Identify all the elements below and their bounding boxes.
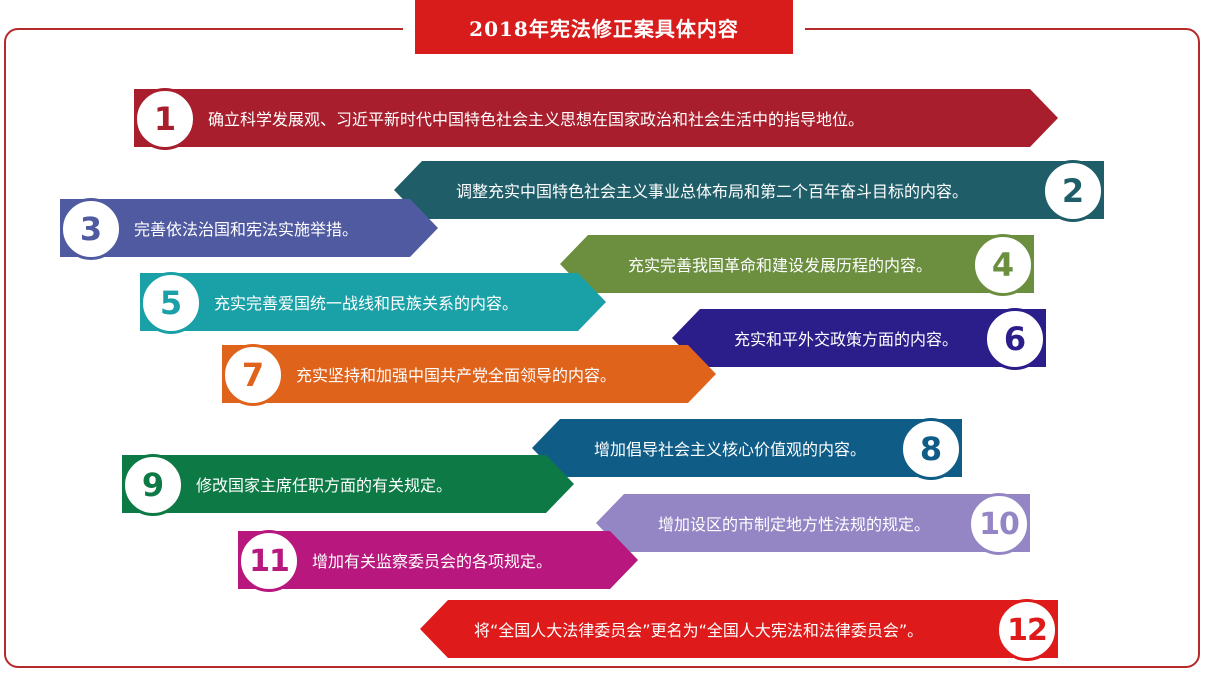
item-text: 将“全国人大法律委员会”更名为“全国人大宪法和法律委员会”。 — [474, 621, 924, 640]
item-text: 增加设区的市制定地方性法规的规定。 — [658, 515, 931, 534]
item-4: 充实完善我国革命和建设发展历程的内容。 4 — [560, 234, 1034, 296]
item-7: 充实坚持和加强中国共产党全面领导的内容。 7 — [222, 344, 716, 406]
item-5: 充实完善爱国统一战线和民族关系的内容。 5 — [140, 272, 606, 334]
item-number-badge: 11 — [238, 530, 300, 592]
item-9: 修改国家主席任职方面的有关规定。 9 — [122, 454, 574, 516]
item-number-badge: 10 — [968, 493, 1030, 555]
page-title: 2018年宪法修正案具体内容 — [469, 16, 739, 41]
item-8: 增加倡导社会主义核心价值观的内容。 8 — [532, 418, 962, 480]
item-text: 确立科学发展观、习近平新时代中国特色社会主义思想在国家政治和社会生活中的指导地位… — [208, 110, 865, 129]
item-number-badge: 6 — [984, 308, 1046, 370]
item-bar: 充实坚持和加强中国共产党全面领导的内容。 — [222, 345, 716, 403]
item-text: 修改国家主席任职方面的有关规定。 — [196, 476, 453, 495]
item-text: 调整充实中国特色社会主义事业总体布局和第二个百年奋斗目标的内容。 — [456, 182, 969, 201]
item-bar: 充实完善爱国统一战线和民族关系的内容。 — [140, 273, 606, 331]
item-6: 充实和平外交政策方面的内容。 6 — [672, 308, 1046, 370]
item-number-badge: 2 — [1042, 160, 1104, 222]
item-number-badge: 4 — [972, 234, 1034, 296]
item-text: 充实完善爱国统一战线和民族关系的内容。 — [214, 294, 519, 313]
item-10: 增加设区的市制定地方性法规的规定。 10 — [596, 493, 1030, 555]
item-text: 增加有关监察委员会的各项规定。 — [312, 552, 553, 571]
item-bar: 修改国家主席任职方面的有关规定。 — [122, 455, 574, 513]
item-bar: 确立科学发展观、习近平新时代中国特色社会主义思想在国家政治和社会生活中的指导地位… — [134, 89, 1058, 147]
item-bar: 完善依法治国和宪法实施举措。 — [60, 199, 438, 257]
title-banner: 2018年宪法修正案具体内容 — [403, 0, 805, 54]
item-number-badge: 1 — [134, 88, 196, 150]
item-bar: 充实和平外交政策方面的内容。 — [672, 309, 1046, 367]
item-11: 增加有关监察委员会的各项规定。 11 — [238, 530, 638, 592]
item-bar: 调整充实中国特色社会主义事业总体布局和第二个百年奋斗目标的内容。 — [394, 161, 1104, 219]
item-bar: 充实完善我国革命和建设发展历程的内容。 — [560, 235, 1034, 293]
item-text: 充实坚持和加强中国共产党全面领导的内容。 — [296, 366, 617, 385]
item-1: 确立科学发展观、习近平新时代中国特色社会主义思想在国家政治和社会生活中的指导地位… — [134, 88, 1058, 150]
item-number-badge: 5 — [140, 272, 202, 334]
item-text: 充实和平外交政策方面的内容。 — [734, 330, 959, 349]
item-bar: 增加有关监察委员会的各项规定。 — [238, 531, 638, 589]
item-text: 完善依法治国和宪法实施举措。 — [134, 220, 359, 239]
item-bar: 增加设区的市制定地方性法规的规定。 — [596, 494, 1030, 552]
item-number-badge: 7 — [222, 344, 284, 406]
item-12: 将“全国人大法律委员会”更名为“全国人大宪法和法律委员会”。 12 — [420, 599, 1058, 661]
item-number-badge: 9 — [122, 454, 184, 516]
item-bar: 将“全国人大法律委员会”更名为“全国人大宪法和法律委员会”。 — [420, 600, 1058, 658]
item-text: 增加倡导社会主义核心价值观的内容。 — [594, 440, 867, 459]
item-2: 调整充实中国特色社会主义事业总体布局和第二个百年奋斗目标的内容。 2 — [394, 160, 1104, 222]
item-text: 充实完善我国革命和建设发展历程的内容。 — [628, 256, 933, 275]
item-3: 完善依法治国和宪法实施举措。 3 — [60, 198, 438, 260]
item-number-badge: 8 — [900, 418, 962, 480]
item-number-badge: 3 — [60, 198, 122, 260]
item-bar: 增加倡导社会主义核心价值观的内容。 — [532, 419, 962, 477]
item-number-badge: 12 — [996, 599, 1058, 661]
